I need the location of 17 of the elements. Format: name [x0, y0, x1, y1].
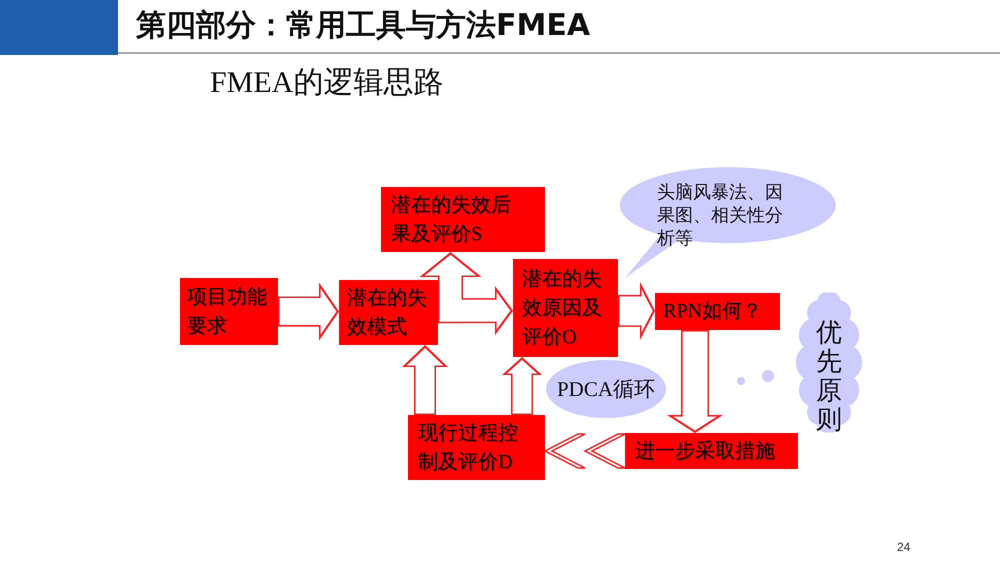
process-box: 进一步采取措施	[625, 433, 798, 469]
chevron-arrow	[543, 433, 626, 469]
process-box: 潜在的失效模式	[339, 280, 438, 345]
block-arrow	[402, 345, 448, 415]
process-box: 潜在的失效后果及评价S	[381, 187, 545, 252]
page-number: 24	[897, 540, 910, 556]
subtitle: FMEA的逻辑思路	[210, 65, 444, 101]
ellipse-node: PDCA循环	[546, 360, 666, 418]
slide-title: 第四部分：常用工具与方法FMEA	[136, 7, 590, 45]
block-arrow	[278, 282, 339, 340]
block-arrow	[502, 357, 542, 415]
process-box: 潜在的失效原因及评价O	[513, 259, 618, 357]
process-box: 项目功能要求	[180, 278, 278, 345]
process-box: RPN如何？	[655, 293, 780, 330]
block-arrow	[667, 330, 723, 433]
process-box: 现行过程控制及评价D	[408, 415, 545, 480]
block-arrow	[438, 286, 513, 336]
